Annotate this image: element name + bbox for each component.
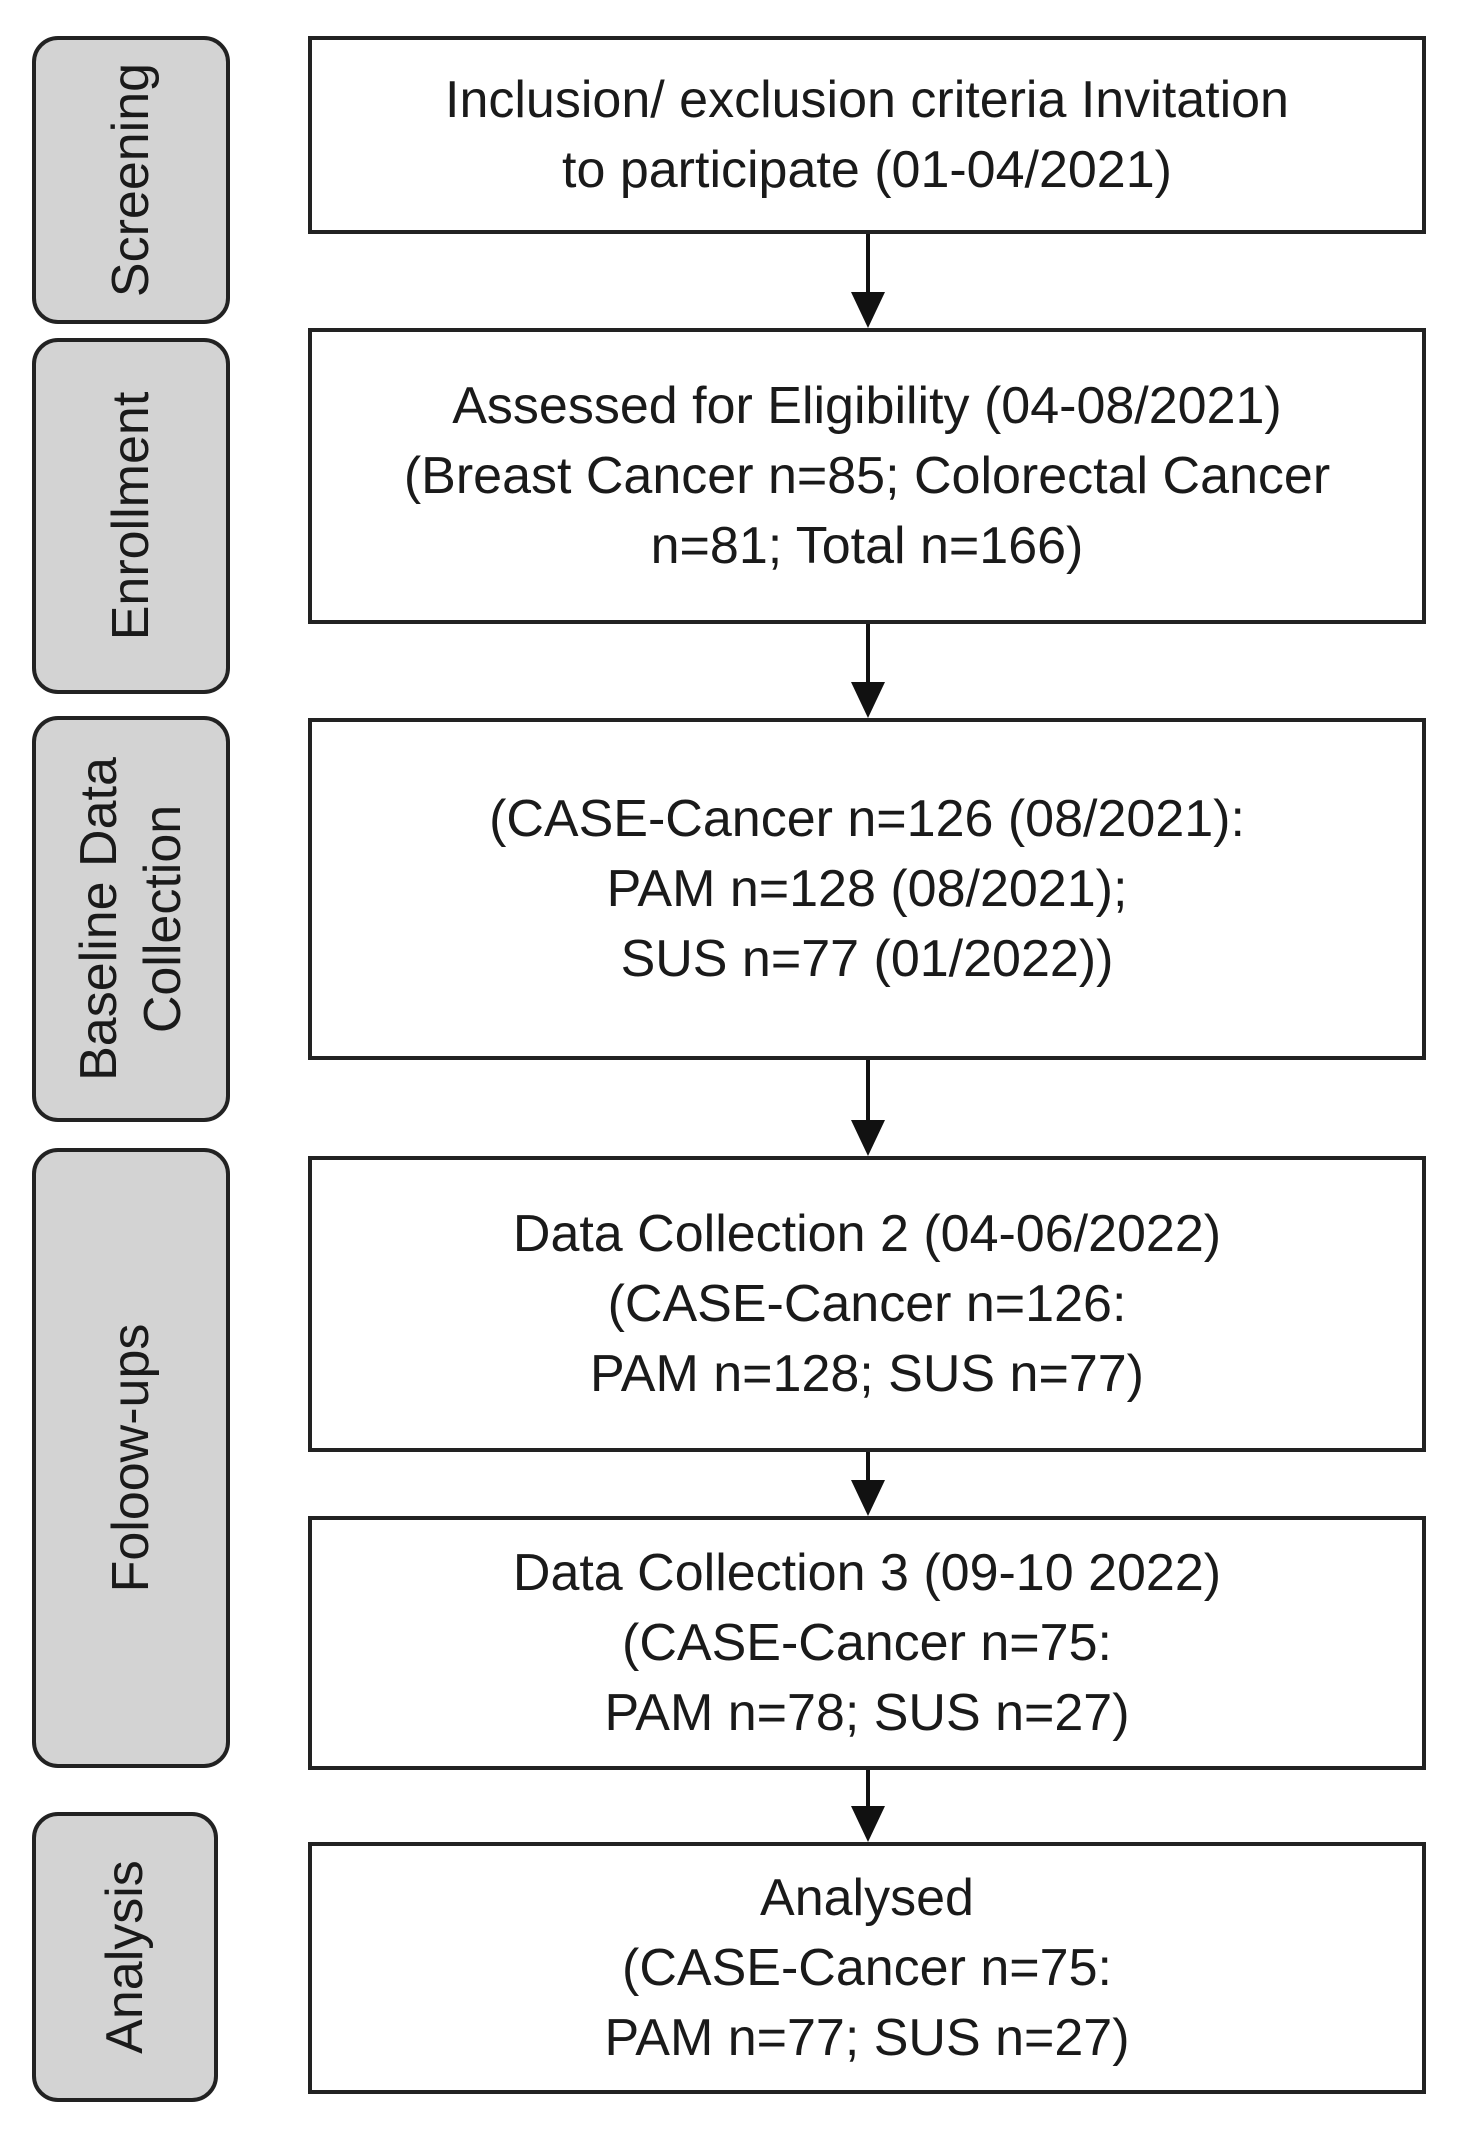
box-text-data-collection-2: Data Collection 2 (04-06/2022) (CASE-Can… <box>512 1205 1222 1403</box>
box-enrollment: Assessed for Eligibility (04-08/2021) (B… <box>308 328 1426 624</box>
box-text-data-collection-3: Data Collection 3 (09-10 2022) (CASE-Can… <box>512 1544 1222 1742</box>
stage-baseline-data-collection: Baseline Data Collection <box>32 716 230 1122</box>
box-text-enrollment: Assessed for Eligibility (04-08/2021) (B… <box>403 377 1331 575</box>
stage-label-screening: Screening <box>102 62 160 298</box>
box-data-collection-3: Data Collection 3 (09-10 2022) (CASE-Can… <box>308 1516 1426 1770</box>
stage-label-analysis: Analysis <box>96 1860 154 2054</box>
box-data-collection-2: Data Collection 2 (04-06/2022) (CASE-Can… <box>308 1156 1426 1452</box>
box-analysed: Analysed (CASE-Cancer n=75: PAM n=77; SU… <box>308 1842 1426 2094</box>
box-text-baseline: (CASE-Cancer n=126 (08/2021): PAM n=128 … <box>489 790 1245 988</box>
box-screening: Inclusion/ exclusion criteria Invitation… <box>308 36 1426 234</box>
box-baseline: (CASE-Cancer n=126 (08/2021): PAM n=128 … <box>308 718 1426 1060</box>
stage-enrollment: Enrollment <box>32 338 230 694</box>
stage-analysis: Analysis <box>32 1812 218 2102</box>
stage-follow-ups: Foloow-ups <box>32 1148 230 1768</box>
stage-label-enrollment: Enrollment <box>102 391 160 641</box>
box-text-analysed: Analysed (CASE-Cancer n=75: PAM n=77; SU… <box>604 1869 1130 2067</box>
stage-label-follow-ups: Foloow-ups <box>102 1323 160 1593</box>
stage-label-baseline-data-collection: Baseline Data Collection <box>70 757 192 1081</box>
box-text-screening: Inclusion/ exclusion criteria Invitation… <box>445 71 1289 199</box>
stage-screening: Screening <box>32 36 230 324</box>
